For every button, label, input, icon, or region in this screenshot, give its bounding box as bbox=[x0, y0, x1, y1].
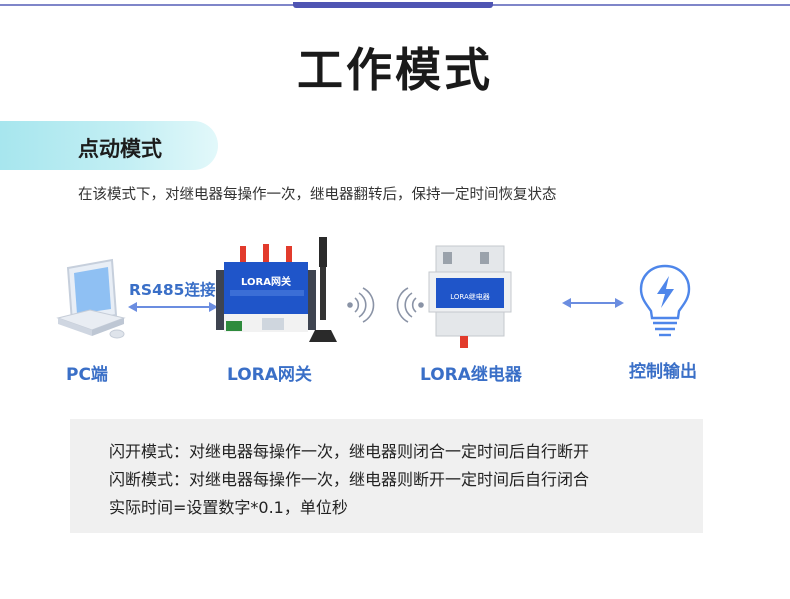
note-flash-close: 闪断模式：对继电器每操作一次，继电器则断开一定时间后自行闭合 bbox=[109, 470, 590, 489]
note-time-formula: 实际时间=设置数字*0.1，单位秒 bbox=[109, 498, 348, 517]
page-title: 工作模式 bbox=[297, 43, 493, 97]
lora-gateway-device-image: LORA网关 bbox=[216, 237, 337, 342]
pc-label: PC端 bbox=[66, 365, 108, 385]
wireless-signal-out-icon bbox=[347, 287, 375, 323]
wireless-signal-in-icon bbox=[396, 287, 424, 323]
pc-computer-icon bbox=[56, 258, 126, 339]
section-banner bbox=[0, 121, 218, 170]
gateway-panel-text: LORA网关 bbox=[241, 275, 291, 288]
gateway-label: LORA网关 bbox=[227, 365, 312, 385]
relay-label: LORA继电器 bbox=[420, 365, 522, 385]
top-accent-bar bbox=[293, 2, 493, 8]
mode-notes-box bbox=[70, 419, 703, 533]
control-output-double-arrow bbox=[562, 298, 624, 308]
rs485-double-arrow bbox=[128, 302, 218, 312]
relay-panel-text: LORA继电器 bbox=[450, 292, 490, 301]
mode-description: 在该模式下，对继电器每操作一次，继电器翻转后，保持一定时间恢复状态 bbox=[78, 187, 557, 203]
output-label: 控制输出 bbox=[629, 362, 697, 382]
note-flash-open: 闪开模式：对继电器每操作一次，继电器则闭合一定时间后自行断开 bbox=[109, 442, 590, 461]
light-bulb-icon bbox=[639, 264, 691, 337]
lora-relay-device-image: LORA继电器 bbox=[428, 245, 512, 348]
section-title: 点动模式 bbox=[78, 137, 162, 161]
rs485-label: RS485连接 bbox=[129, 281, 216, 299]
